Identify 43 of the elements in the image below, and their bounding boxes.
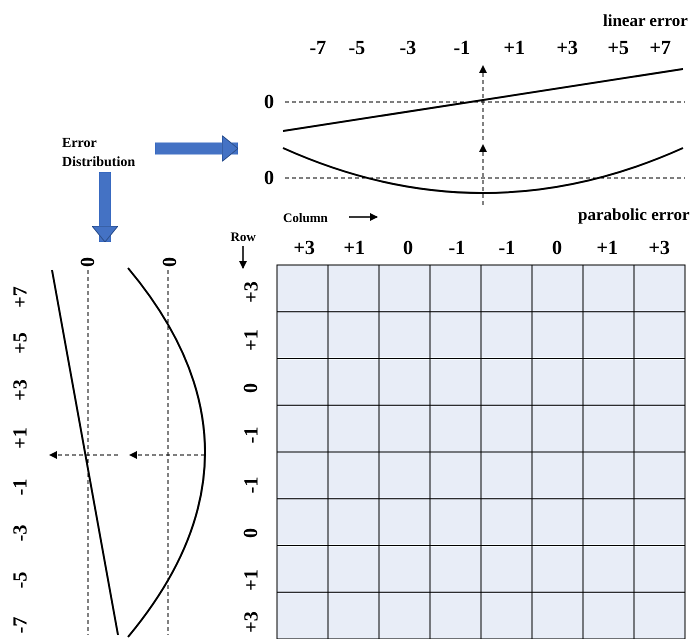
column-header: +1 — [344, 238, 365, 258]
axis-label: 0 — [264, 92, 274, 112]
axis-label: +1 — [10, 427, 30, 449]
axis-label: -7 — [10, 616, 30, 634]
block-arrow — [92, 172, 118, 242]
row-header: -1 — [240, 426, 261, 444]
row-header: -1 — [240, 476, 261, 494]
axis-label: -3 — [400, 38, 416, 58]
axis-label: 0 — [78, 257, 98, 267]
heading-text: Error Distribution — [62, 135, 136, 172]
axis-label: +7 — [10, 286, 30, 308]
column-header: -1 — [448, 238, 466, 258]
row-header: +1 — [241, 329, 262, 351]
column-header: +3 — [294, 238, 315, 258]
column-header: +1 — [596, 238, 618, 258]
axis-label: +7 — [650, 38, 671, 58]
axis-label: -1 — [454, 38, 470, 58]
axis-title: Column — [283, 210, 328, 224]
axis-label: +1 — [504, 38, 525, 58]
axis-label: 0 — [160, 257, 180, 267]
row-header: 0 — [241, 528, 261, 538]
axis-label: 0 — [264, 168, 274, 188]
axis-label: +5 — [608, 38, 629, 58]
axis-label: +3 — [10, 379, 30, 401]
axis-label: -1 — [10, 478, 30, 496]
axis-label: +5 — [10, 332, 30, 354]
axis-label: -3 — [10, 524, 30, 542]
chart-title: parabolic error — [578, 206, 690, 222]
row-header: 0 — [241, 383, 261, 393]
column-header: +3 — [648, 238, 670, 258]
row-header: +3 — [241, 281, 262, 303]
axis-title: Row — [230, 230, 256, 242]
axis-label: -5 — [10, 572, 30, 588]
column-header: 0 — [403, 238, 413, 258]
column-header: 0 — [552, 238, 562, 258]
row-header: +1 — [241, 569, 262, 591]
column-header: -1 — [498, 238, 516, 258]
row-header: +3 — [241, 611, 262, 633]
axis-label: -5 — [348, 38, 366, 58]
axis-label: +3 — [556, 38, 578, 58]
axis-label: -7 — [310, 38, 326, 58]
chart-title: linear error — [603, 12, 688, 28]
block-arrow — [155, 135, 238, 162]
